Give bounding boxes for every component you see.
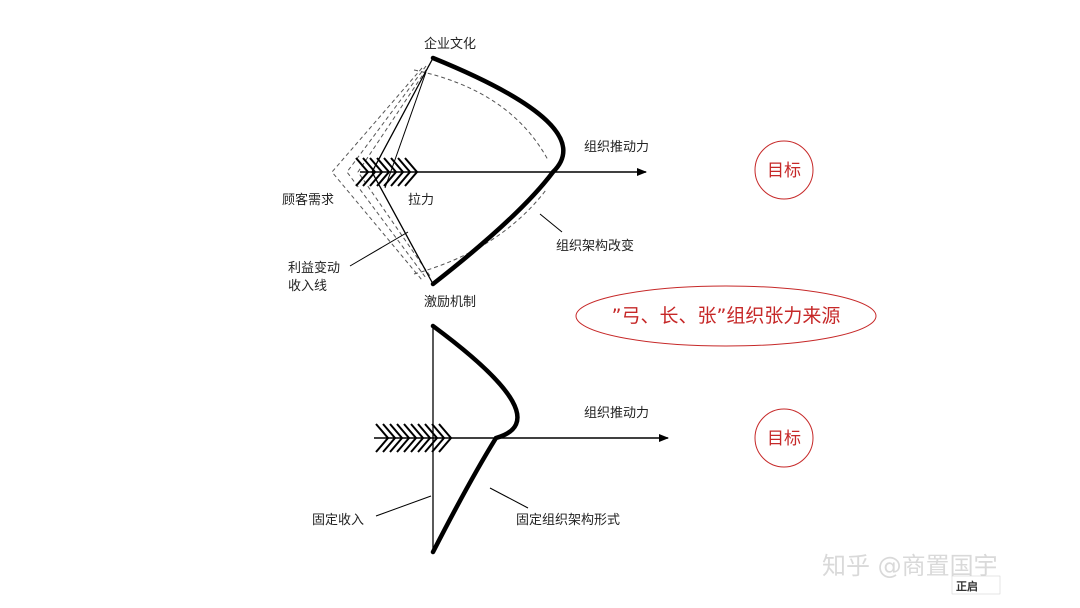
dashed-limb-lower (413, 189, 547, 275)
top-bow-diagram: 企业文化 组织推动力 顾客需求 拉力 组织架构改变 利益变动 收入线 激励机制 … (282, 36, 814, 310)
goal-circle-top (754, 140, 814, 200)
dashed-limb-upper (413, 69, 549, 161)
dashed-bow-outline-outer (331, 67, 423, 281)
arrow-fletching-bottom (375, 423, 453, 453)
goal-label-bottom: 目标 (767, 429, 801, 449)
label-income-line-1: 利益变动 (288, 260, 340, 276)
label-fixed-structure: 固定组织架构形式 (516, 513, 620, 528)
leader-line-income (349, 231, 409, 267)
leader-line-pull (384, 71, 427, 189)
label-pull-force: 拉力 (408, 193, 434, 208)
label-income-line-2: 收入线 (288, 279, 327, 294)
bow-limb-top (430, 55, 566, 287)
leader-line-fixed-income (375, 495, 432, 517)
leader-line-fixed-structure (489, 487, 529, 509)
tension-source-ellipse: ”弓、长、张”组织张力来源 (575, 285, 877, 347)
tension-source-title: ”弓、长、张”组织张力来源 (612, 305, 841, 327)
label-fixed-income: 固定收入 (312, 513, 364, 528)
logo-box (951, 575, 1001, 595)
arrow-fletching-top (355, 157, 419, 187)
label-incentive-mechanism: 激励机制 (424, 295, 476, 310)
label-customer-demand: 顾客需求 (282, 192, 334, 208)
label-push-force-top: 组织推动力 (584, 140, 649, 155)
label-structure-change: 组织架构改变 (556, 238, 634, 254)
watermark-text: 知乎 @商置国宇 (822, 552, 998, 580)
leader-line-structure (539, 213, 563, 233)
watermark: 知乎 @商置国宇 正启 (822, 552, 1001, 595)
bottom-bow-diagram: 组织推动力 固定收入 固定组织架构形式 目标 (312, 323, 814, 555)
dashed-bow-outline-inner (357, 63, 431, 277)
logo-text: 正启 (956, 579, 978, 593)
label-corporate-culture: 企业文化 (424, 36, 476, 52)
bow-limb-bottom (430, 323, 520, 555)
label-push-force-bottom: 组织推动力 (584, 406, 649, 421)
goal-circle-bottom (754, 408, 814, 468)
dashed-bow-outline-mid (346, 65, 427, 279)
goal-label-top: 目标 (767, 161, 801, 181)
